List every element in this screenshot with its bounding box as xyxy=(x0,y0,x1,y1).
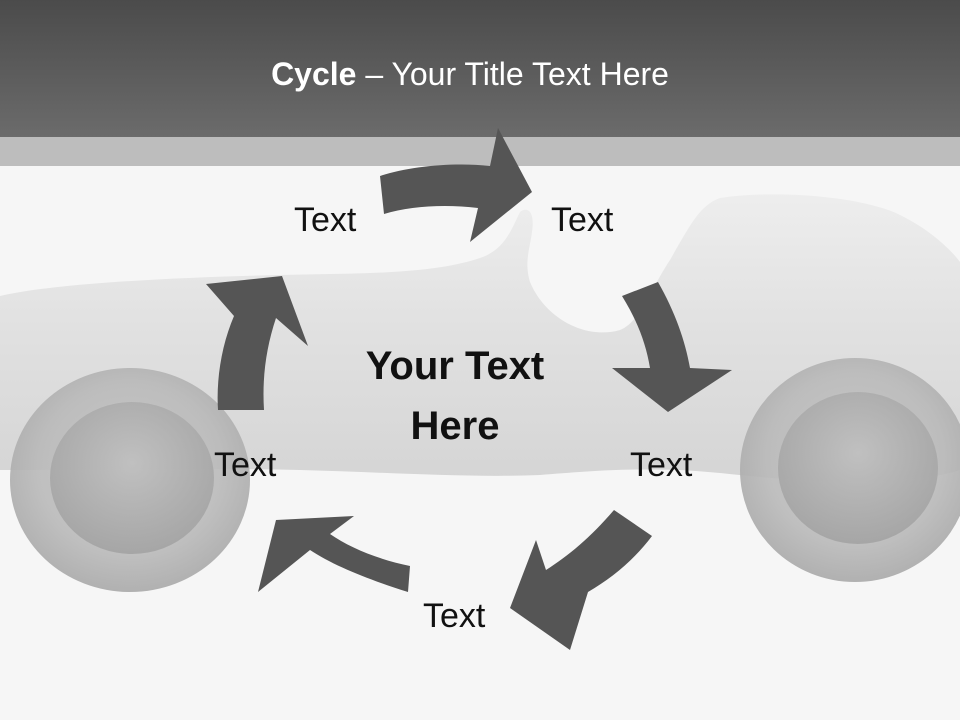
slide-title: Cycle – Your Title Text Here xyxy=(0,54,940,94)
curved-arrow-icon xyxy=(612,282,732,412)
node-label-left: Text xyxy=(214,446,277,484)
curved-arrow-icon xyxy=(380,128,532,242)
car-body xyxy=(0,194,960,482)
node-label-top-right: Text xyxy=(551,201,614,239)
curved-arrow-icon xyxy=(510,510,652,650)
title-rest: – Your Title Text Here xyxy=(356,56,669,92)
title-bar xyxy=(0,0,960,137)
front-wheel-hub xyxy=(778,392,938,544)
title-bold: Cycle xyxy=(271,56,357,92)
center-text-line1: Your Text xyxy=(365,344,545,388)
node-label-top-left: Text xyxy=(294,201,357,239)
rear-wheel-hub xyxy=(50,402,214,554)
title-bar-strip xyxy=(0,137,960,166)
node-label-right: Text xyxy=(630,446,693,484)
center-text: Your Text Here xyxy=(330,336,580,456)
node-label-bottom: Text xyxy=(423,597,486,635)
curved-arrow-icon xyxy=(206,276,308,410)
curved-arrow-icon xyxy=(258,516,410,592)
center-text-line2: Here xyxy=(410,404,500,448)
